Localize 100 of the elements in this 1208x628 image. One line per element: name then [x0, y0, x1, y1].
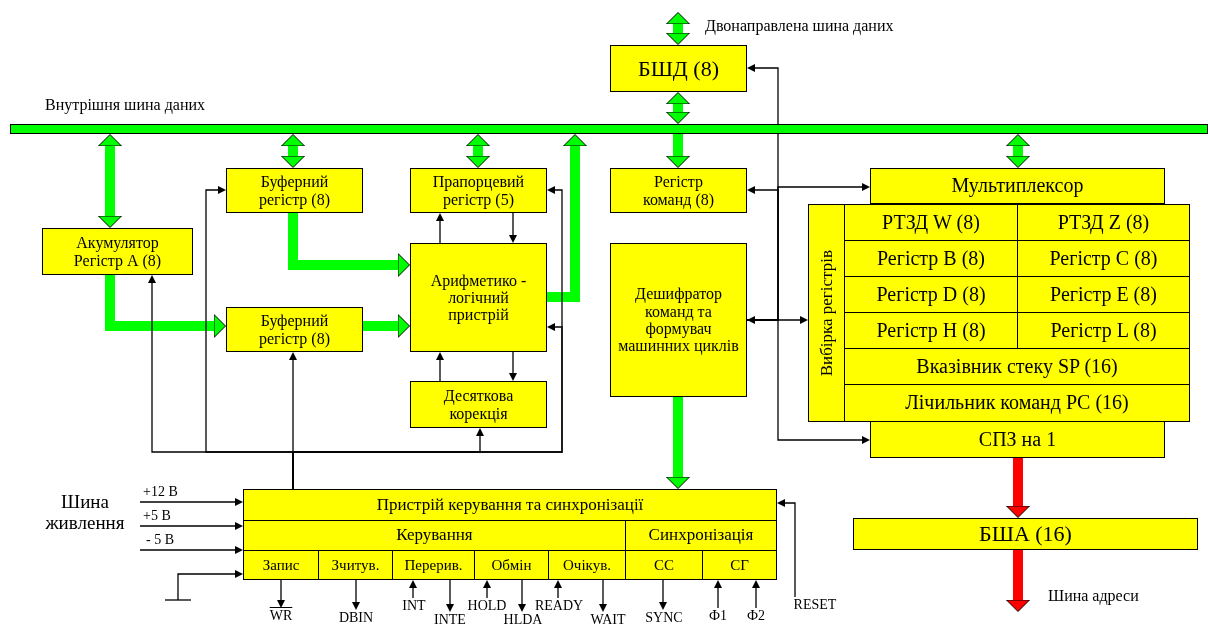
- alu-box: [410, 243, 547, 352]
- caption-text: Шина адреси: [1048, 587, 1140, 605]
- bus-arrow: [466, 134, 490, 168]
- box-label: Прапорцевий регістр (5): [431, 173, 526, 208]
- arrow: [777, 499, 796, 598]
- box-label: БША (16): [979, 522, 1072, 546]
- signal-label: WAIT: [588, 612, 628, 628]
- signal-label: Ф2: [743, 608, 769, 626]
- edge-label: +12 В: [142, 485, 179, 499]
- box-label: Мультиплексор: [951, 175, 1084, 197]
- bus-arrow: [1006, 550, 1030, 612]
- arrow: [659, 579, 667, 610]
- arrow: [746, 319, 870, 444]
- edge-label: +5 В: [142, 509, 172, 523]
- bus-arrow: [666, 92, 690, 124]
- buffer-box: [853, 518, 1198, 550]
- correction-box: [410, 381, 547, 428]
- arrow: [747, 316, 808, 324]
- register-box: [226, 307, 363, 352]
- bus-arrow: [363, 314, 410, 338]
- bus-arrow: [288, 213, 410, 277]
- multiplexer-box: [870, 168, 1165, 204]
- bus-arrow: [105, 275, 226, 338]
- arrow: [509, 351, 517, 381]
- arrow: [518, 579, 526, 612]
- caption-text: Шина живлення: [44, 492, 126, 534]
- arrow: [446, 579, 454, 612]
- box-label: РТЗД Z (8): [1057, 211, 1150, 234]
- box-label: Зчитув.: [331, 556, 380, 574]
- box-label: Обмін: [491, 556, 532, 574]
- box-label: Десяткова корекція: [442, 387, 515, 422]
- box-label: СС: [654, 556, 674, 574]
- register-box: [410, 168, 547, 213]
- signal-label: DBIN: [335, 610, 377, 628]
- box-label: Синхронізація: [648, 526, 754, 545]
- box-label: Лічильник команд PC (16): [905, 392, 1129, 414]
- decoder-box: [610, 243, 747, 397]
- box-label: Запис: [262, 556, 300, 574]
- box-label: СГ: [730, 556, 749, 574]
- arrow: [599, 579, 607, 612]
- box-label: РТЗД W (8): [882, 211, 980, 234]
- arrow: [554, 580, 562, 599]
- box-label: Перерив.: [404, 556, 463, 574]
- box-label: СПЗ на 1: [978, 428, 1057, 451]
- signal-label: INT: [400, 598, 428, 614]
- caption-text: Двонаправлена шина даних: [705, 17, 895, 35]
- arrow: [436, 213, 444, 244]
- register-box: [42, 228, 193, 275]
- bus-arrow: [98, 134, 122, 228]
- signal-label: RESET: [788, 597, 842, 613]
- arrow: [139, 522, 243, 530]
- box-label: Регістр E (8): [1050, 283, 1157, 306]
- arrow: [352, 579, 360, 610]
- arrow: [483, 580, 491, 599]
- box-label: Керування: [396, 526, 473, 545]
- register-box: [226, 168, 363, 213]
- box-label: Вказівник стеку SP (16): [916, 355, 1118, 378]
- arrow: [139, 498, 243, 506]
- bus-arrow: [666, 134, 690, 168]
- bus-bar: [10, 124, 1208, 134]
- bus-arrow: [666, 397, 690, 489]
- signal-label: HOLD: [466, 598, 508, 614]
- bus-arrow: [281, 134, 305, 168]
- bus-arrow: [547, 134, 587, 302]
- box-label: Арифметико - логічний пристрій: [429, 271, 528, 324]
- caption-text: Внутрішня шина даних: [45, 96, 207, 114]
- box-label: Регістр D (8): [876, 283, 986, 306]
- arrow: [139, 546, 243, 554]
- signal-label: READY: [533, 598, 585, 614]
- box-label: Очікув.: [563, 556, 611, 574]
- control-unit-box: [243, 489, 777, 580]
- box-label: Регістр B (8): [877, 247, 985, 270]
- arrow: [509, 212, 517, 243]
- signal-label: SYNC: [640, 610, 688, 628]
- box-label: БШД (8): [638, 56, 719, 81]
- signal-label: Ф1: [705, 608, 731, 626]
- arrow: [409, 580, 417, 599]
- box-label: Буферний регістр (8): [257, 173, 332, 208]
- bus-arrow: [666, 12, 690, 45]
- signal-label: HLDA: [503, 612, 543, 628]
- box-label: Дешифратор команд та формувач машинних циклів: [617, 285, 740, 355]
- incrementer-box: [870, 421, 1165, 458]
- bus-arrow: [1006, 458, 1030, 518]
- signal-label: INTE: [430, 612, 470, 628]
- arrow: [752, 580, 760, 609]
- box-label: Регістр L (8): [1050, 319, 1157, 342]
- box-label: Буферний регістр (8): [257, 312, 332, 347]
- arrow: [277, 579, 285, 608]
- register-box: [610, 168, 747, 213]
- arrow: [177, 570, 243, 601]
- register-array: [808, 204, 1190, 422]
- box-label: Вибірка регістрів: [817, 249, 837, 377]
- box-label: Пристрій керування та синхронізації: [376, 495, 644, 515]
- bus-arrow: [1006, 134, 1030, 168]
- box-label: Регістр C (8): [1049, 247, 1158, 270]
- arrow: [436, 352, 444, 382]
- box-label: Регістр H (8): [876, 319, 986, 342]
- box-label: Акумулятор Регістр А (8): [72, 234, 163, 269]
- buffer-box: [610, 45, 747, 92]
- signal-label: WR: [268, 608, 294, 626]
